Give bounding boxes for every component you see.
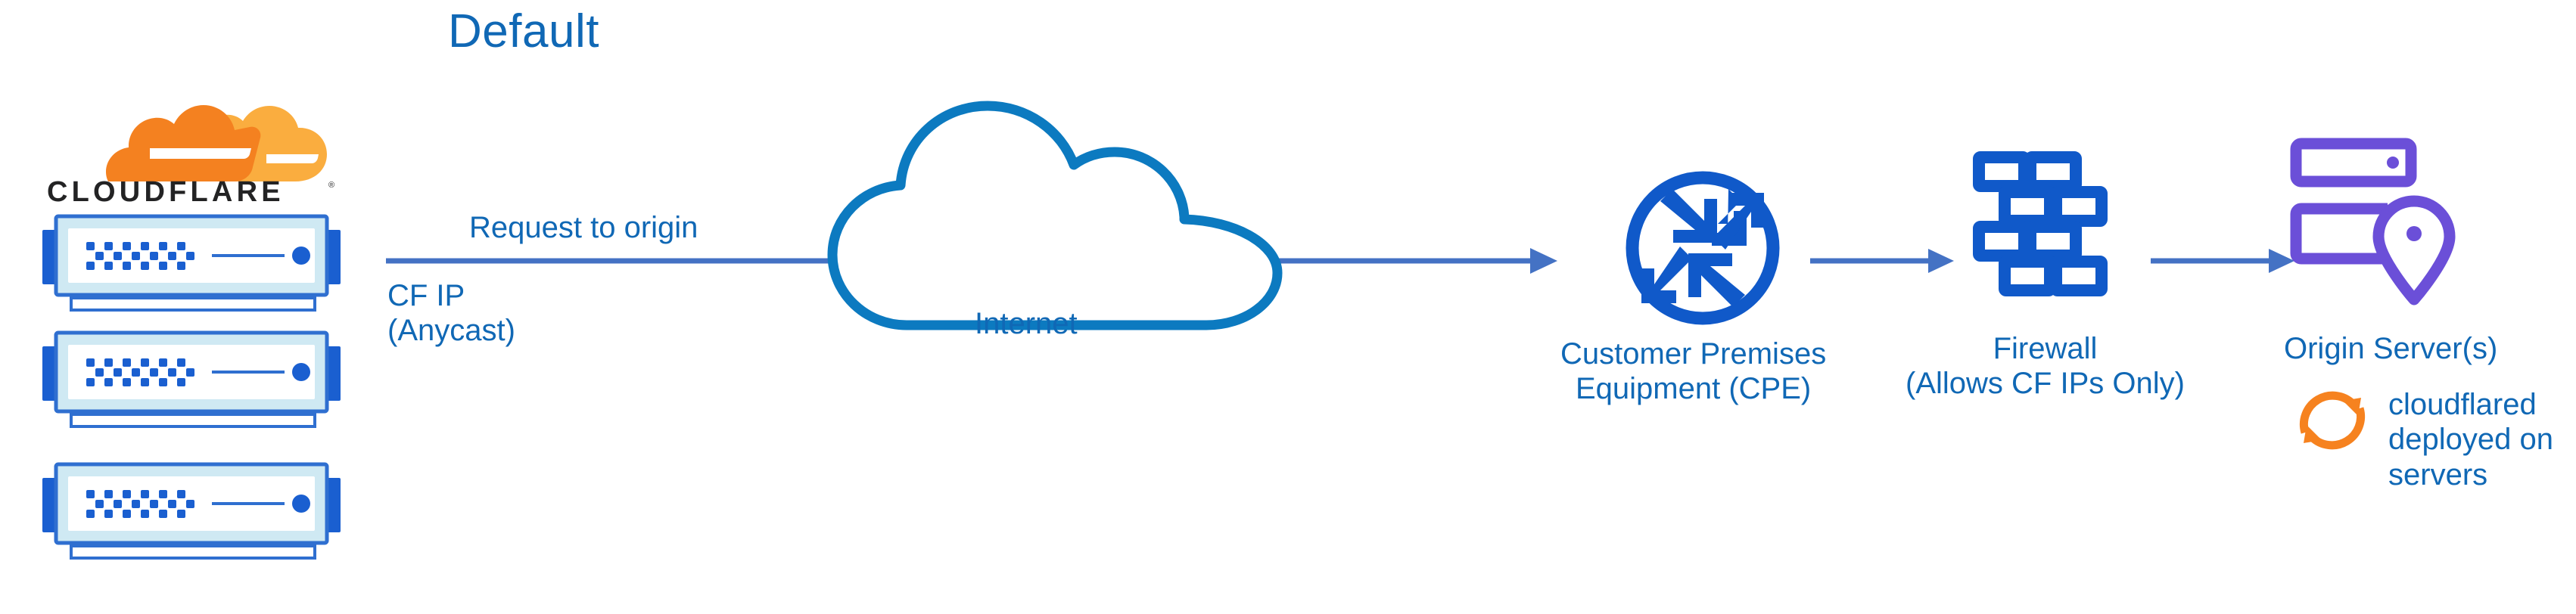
edge-firewall-to-origin [2151, 245, 2296, 277]
firewall-line2: (Allows CF IPs Only) [1906, 367, 2185, 401]
wordmark-text: CLOUDFLARE [47, 176, 285, 207]
cloudflared-annotation-label: cloudflared deployed on servers [2388, 387, 2553, 492]
server-rack-icon [21, 330, 362, 429]
cloud-icon [822, 98, 1291, 333]
registered-mark: ® [328, 181, 334, 190]
server-rack-icon [21, 461, 362, 561]
server-location-icon [2287, 135, 2467, 307]
server-rack-icon [21, 213, 362, 313]
cloudflare-wordmark: CLOUDFLARE ® [47, 175, 342, 208]
cpe-line2: Equipment (CPE) [1575, 372, 1812, 406]
cf-ip-line2: (Anycast) [387, 314, 515, 348]
firewall-label: Firewall (Allows CF IPs Only) [1906, 331, 2185, 402]
cloudflare-cloud-logo [45, 104, 348, 195]
origin-label: Origin Server(s) [2284, 332, 2498, 365]
page-title: Default [448, 5, 599, 57]
cpe-label: Customer Premises Equipment (CPE) [1560, 336, 1826, 407]
cloudflared-line1: cloudflared [2388, 388, 2537, 421]
cloudflared-line3: servers [2388, 457, 2488, 492]
cf-ip-label: CF IP (Anycast) [387, 278, 515, 349]
router-icon [1622, 168, 1783, 328]
internet-label: Internet [975, 307, 1078, 340]
cf-ip-line1: CF IP [387, 279, 465, 312]
cloudflared-line2: deployed on [2388, 423, 2553, 457]
edge-cpe-to-firewall [1810, 245, 1955, 277]
brick-wall-icon [1971, 150, 2119, 298]
edge-label-request-to-origin: Request to origin [469, 211, 698, 244]
sync-arrows-icon [2290, 378, 2375, 463]
firewall-line1: Firewall [1993, 332, 2098, 365]
cpe-line1: Customer Premises [1560, 337, 1827, 371]
